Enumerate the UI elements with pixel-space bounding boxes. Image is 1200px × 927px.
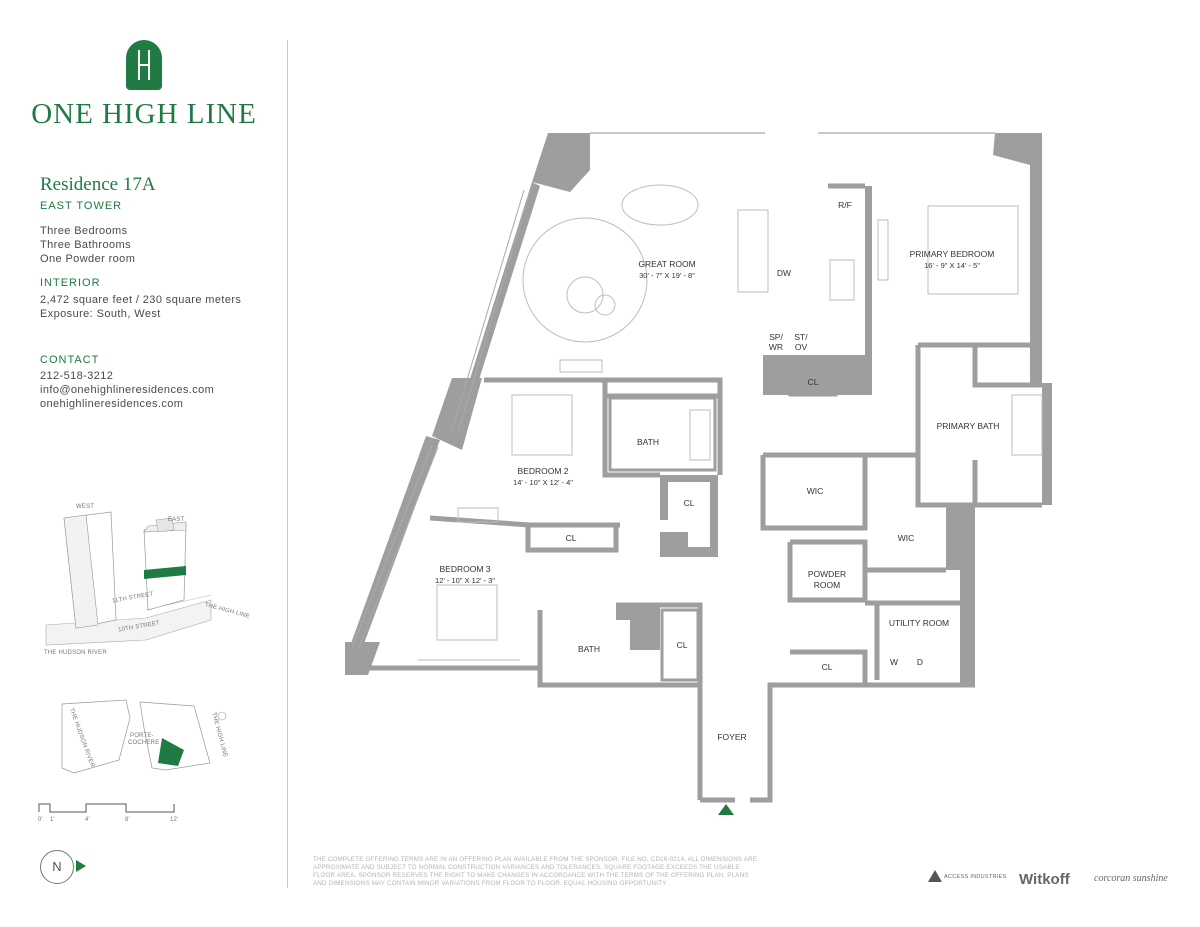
bedroom2-label: BEDROOM 2 [517,466,568,476]
st-label: ST/ [794,332,808,342]
one-high-line-logo-icon [126,40,162,90]
site-cochere-label: COCHERE [128,740,160,746]
foyer-label: FOYER [717,732,746,742]
closet-bedroom2-label: CL [566,533,577,543]
brand-name: ONE HIGH LINE [31,98,257,130]
bath2-label: BATH [637,437,659,447]
interior-heading: INTERIOR [40,277,101,289]
closet-core-label: CL [808,377,819,387]
powder-label-2: ROOM [814,580,840,590]
entry-marker-icon [718,804,734,815]
dw-label: DW [777,268,791,278]
dryer-label: D [917,657,923,667]
scale-0: 0' [38,817,43,823]
contact-phone[interactable]: 212-518-3212 [40,370,114,382]
primary-bedroom-dim: 16' - 9" X 14' - 5" [924,261,980,270]
bedroom2-dim: 14' - 10" X 12' - 4" [513,478,573,487]
key-east-label: EAST [168,517,185,523]
primary-bath-label: PRIMARY BATH [937,421,1000,431]
witkoff-logo: Witkoff [1019,871,1070,888]
great-room-dim: 30' - 7" X 19' - 8" [639,271,695,280]
closet-bath2-label: CL [684,498,695,508]
key-hudson: THE HUDSON RIVER [44,650,107,656]
contact-heading: CONTACT [40,354,100,366]
scale-1: 1' [50,817,55,823]
bedroom3-label: BEDROOM 3 [439,564,490,574]
interior-exposure: Exposure: South, West [40,308,161,320]
key-west-label: WEST [76,504,95,510]
great-room-label: GREAT ROOM [638,259,695,269]
legal-disclaimer: THE COMPLETE OFFERING TERMS ARE IN AN OF… [313,856,758,887]
sp-label: SP/ [769,332,783,342]
tower-name: EAST TOWER [40,200,123,212]
scale-4: 4' [85,817,90,823]
wr-label: WR [769,342,783,352]
north-compass-icon: N [40,850,74,884]
primary-bedroom-label: PRIMARY BEDROOM [910,249,995,259]
wic2-label: WIC [898,533,915,543]
contact-email[interactable]: info@onehighlineresidences.com [40,384,215,396]
ov-label: OV [795,342,808,352]
closet-bath3-label: CL [677,640,688,650]
rf-label: R/F [838,200,852,210]
interior-area: 2,472 square feet / 230 square meters [40,294,242,306]
contact-website[interactable]: onehighlineresidences.com [40,398,184,410]
scale-bar [38,803,175,813]
info-sidebar: ONE HIGH LINE Residence 17A EAST TOWER T… [0,0,288,927]
room-labels: GREAT ROOM 30' - 7" X 19' - 8" PRIMARY B… [435,200,999,742]
access-industries-text: ACCESS INDUSTRIES [944,874,1007,880]
feature-powder: One Powder room [40,253,136,265]
furniture [418,184,1043,661]
closet-foyer-label: CL [822,662,833,672]
bedroom3-dim: 12' - 10" X 12' - 3" [435,576,495,585]
access-mountain-icon [928,870,942,882]
site-porte-label: PORTE- [130,733,154,739]
west-windows [351,189,531,651]
feature-bathrooms: Three Bathrooms [40,239,131,251]
residence-title: Residence 17A [40,174,156,195]
north-arrow-icon [76,860,86,872]
sidebar-divider [287,40,288,888]
powder-label-1: POWDER [808,569,846,579]
wic1-label: WIC [807,486,824,496]
interior-walls [360,132,1042,803]
scale-8: 8' [125,817,130,823]
feature-bedrooms: Three Bedrooms [40,225,128,237]
bath3-label: BATH [578,644,600,654]
washer-label: W [890,657,898,667]
corcoran-sunshine-logo: corcoran sunshine [1094,873,1168,884]
utility-label: UTILITY ROOM [889,618,949,628]
building-key-illustration [45,511,212,646]
site-plan-map [61,699,227,774]
scale-12: 12' [170,817,179,823]
